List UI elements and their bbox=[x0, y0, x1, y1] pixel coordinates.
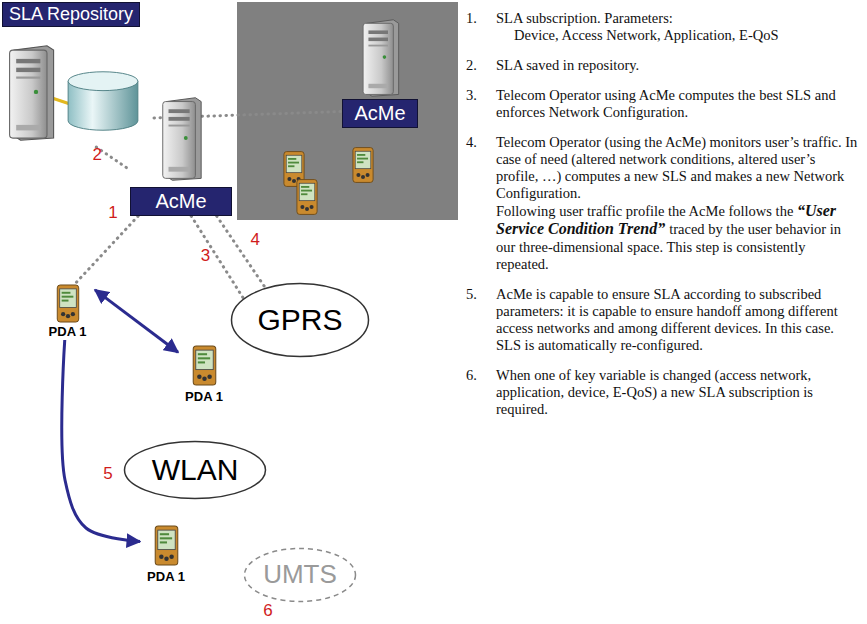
callout-number: 4 bbox=[250, 230, 259, 249]
step-paragraph: Device, Access Network, Application, E-Q… bbox=[496, 27, 858, 44]
callout-number-holder: 5 bbox=[103, 464, 112, 484]
server-shape bbox=[363, 20, 399, 96]
network-ellipse: GPRS bbox=[230, 282, 370, 358]
step-list: 1.SLA subscription. Parameters:Device, A… bbox=[466, 10, 862, 431]
step-text: SLA saved in repository. bbox=[496, 57, 639, 73]
device-label: PDA 1 bbox=[147, 570, 185, 585]
pda-device: PDA 1 bbox=[140, 523, 192, 585]
step-paragraph: When one of key variable is changed (acc… bbox=[496, 367, 858, 418]
cable-line bbox=[52, 98, 70, 104]
network-ellipse: WLAN bbox=[123, 440, 267, 500]
server-icon bbox=[3, 43, 58, 143]
pda-icon bbox=[353, 148, 373, 183]
pda-device: PDA 1 bbox=[178, 343, 230, 405]
callout-number: 2 bbox=[92, 145, 101, 164]
pda-shape bbox=[57, 285, 78, 322]
handoff-arrow bbox=[62, 340, 140, 542]
acme-node: AcMe bbox=[130, 95, 232, 216]
network-label: UMTS bbox=[263, 560, 337, 590]
pda-shape bbox=[193, 346, 216, 385]
step-body: Telecom Operator using AcMe computes the… bbox=[496, 87, 858, 121]
acme-node: AcMe bbox=[342, 18, 418, 128]
step-body: SLA subscription. Parameters:Device, Acc… bbox=[496, 10, 858, 44]
step-item: 4.Telecom Operator (using the AcMe) moni… bbox=[466, 134, 862, 273]
server-shape bbox=[10, 46, 54, 141]
step-body: When one of key variable is changed (acc… bbox=[496, 367, 858, 418]
db-icon bbox=[64, 68, 142, 134]
name-box: SLA Repository bbox=[2, 2, 140, 27]
step-item: 3.Telecom Operator using AcMe computes t… bbox=[466, 87, 862, 121]
step-item: 2.SLA saved in repository. bbox=[466, 57, 862, 74]
step-text: Following user traffic profile the AcMe … bbox=[496, 203, 793, 219]
callout-number-holder: 2 bbox=[92, 145, 101, 165]
step-body: SLA saved in repository. bbox=[496, 57, 858, 74]
step-paragraph: Telecom Operator using AcMe computes the… bbox=[496, 87, 858, 121]
step-item: 1.SLA subscription. Parameters:Device, A… bbox=[466, 10, 862, 44]
step-paragraph: Following user traffic profile the AcMe … bbox=[496, 202, 858, 273]
step-text: Device, Access Network, Application, E-Q… bbox=[514, 27, 779, 43]
callout-number-holder: 1 bbox=[108, 203, 117, 223]
callout-number-holder: 3 bbox=[201, 246, 210, 266]
step-text: When one of key variable is changed (acc… bbox=[496, 367, 813, 417]
repository-node: SLA Repository bbox=[2, 2, 154, 147]
step-number: 3. bbox=[466, 87, 496, 121]
network-label: WLAN bbox=[152, 453, 239, 488]
step-paragraph: Telecom Operator (using the AcMe) monito… bbox=[496, 134, 858, 202]
callout-number: 3 bbox=[201, 246, 210, 265]
step-body: AcMe is capable to ensure SLA according … bbox=[496, 286, 858, 354]
pda-device: PDA 1 bbox=[40, 283, 95, 340]
dotted-link bbox=[76, 216, 138, 283]
dotted-link bbox=[217, 216, 266, 288]
device-label: PDA 1 bbox=[185, 390, 223, 405]
dotted-link bbox=[191, 216, 244, 299]
ellipse-shape bbox=[232, 284, 369, 357]
callout-number-holder: 4 bbox=[250, 230, 259, 250]
ellipse-shape bbox=[245, 549, 356, 602]
step-number: 1. bbox=[466, 10, 496, 44]
name-box: AcMe bbox=[130, 187, 232, 216]
step-number: 2. bbox=[466, 57, 496, 74]
step-text: SLA subscription. Parameters: bbox=[496, 10, 673, 26]
step-text: AcMe is capable to ensure SLA according … bbox=[496, 286, 838, 353]
pda-icon bbox=[192, 345, 217, 386]
step-body: Telecom Operator (using the AcMe) monito… bbox=[496, 134, 858, 273]
server-icon bbox=[157, 95, 205, 183]
acme-panel bbox=[237, 2, 458, 220]
step-text: Telecom Operator (using the AcMe) monito… bbox=[496, 134, 857, 201]
callout-number: 5 bbox=[103, 464, 112, 483]
callout-number-holder: 6 bbox=[263, 601, 272, 621]
step-number: 4. bbox=[466, 134, 496, 273]
step-paragraph: AcMe is capable to ensure SLA according … bbox=[496, 286, 858, 354]
handoff-arrow bbox=[95, 290, 178, 352]
name-box: AcMe bbox=[342, 99, 418, 128]
network-ellipse: UMTS bbox=[243, 547, 357, 603]
step-number: 5. bbox=[466, 286, 496, 354]
device-label: PDA 1 bbox=[49, 325, 87, 340]
step-number: 6. bbox=[466, 367, 496, 418]
pda-icon bbox=[154, 525, 179, 566]
ellipse-shape bbox=[125, 442, 266, 499]
pda-icon bbox=[56, 284, 80, 323]
pda-shape bbox=[155, 526, 178, 565]
step-paragraph: SLA subscription. Parameters: bbox=[496, 10, 858, 27]
step-item: 5.AcMe is capable to ensure SLA accordin… bbox=[466, 286, 862, 354]
callout-number: 1 bbox=[108, 203, 117, 222]
step-item: 6.When one of key variable is changed (a… bbox=[466, 367, 862, 418]
network-label: GPRS bbox=[257, 303, 342, 338]
server-icon bbox=[355, 18, 405, 98]
pda-icon bbox=[297, 180, 317, 215]
db-shape bbox=[68, 72, 138, 130]
step-text: Telecom Operator using AcMe computes the… bbox=[496, 87, 836, 120]
callout-number: 6 bbox=[263, 601, 272, 620]
server-shape bbox=[163, 98, 201, 181]
step-paragraph: SLA saved in repository. bbox=[496, 57, 858, 74]
